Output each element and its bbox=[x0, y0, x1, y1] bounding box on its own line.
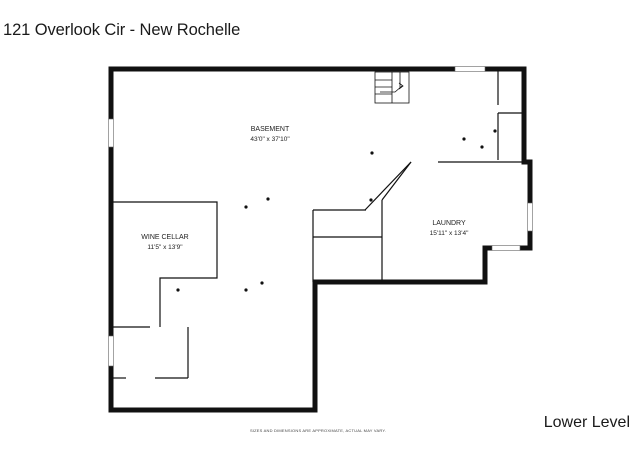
room-dims-wine-cellar: 11'5" x 13'9" bbox=[147, 244, 183, 251]
disclaimer-text: SIZES AND DIMENSIONS ARE APPROXIMATE, AC… bbox=[250, 428, 386, 433]
wine-cellar-walls bbox=[111, 201, 218, 379]
utility-closet-walls bbox=[312, 209, 382, 282]
windows bbox=[108, 66, 533, 367]
light-fixtures bbox=[176, 129, 497, 292]
stairs bbox=[374, 71, 410, 104]
room-dims-basement: 43'0" x 37'10" bbox=[250, 136, 290, 143]
page-title: 121 Overlook Cir - New Rochelle bbox=[3, 21, 241, 39]
outer-walls bbox=[108, 66, 533, 413]
room-label-wine-cellar: WINE CELLAR bbox=[141, 234, 188, 241]
room-label-laundry: LAUNDRY bbox=[432, 220, 466, 227]
room-label-basement: BASEMENT bbox=[251, 126, 290, 133]
laundry-walls bbox=[364, 161, 524, 282]
floor-level-label: Lower Level bbox=[543, 414, 630, 431]
room-dims-laundry: 15'11" x 13'4" bbox=[430, 230, 469, 237]
closet-walls bbox=[497, 69, 524, 160]
